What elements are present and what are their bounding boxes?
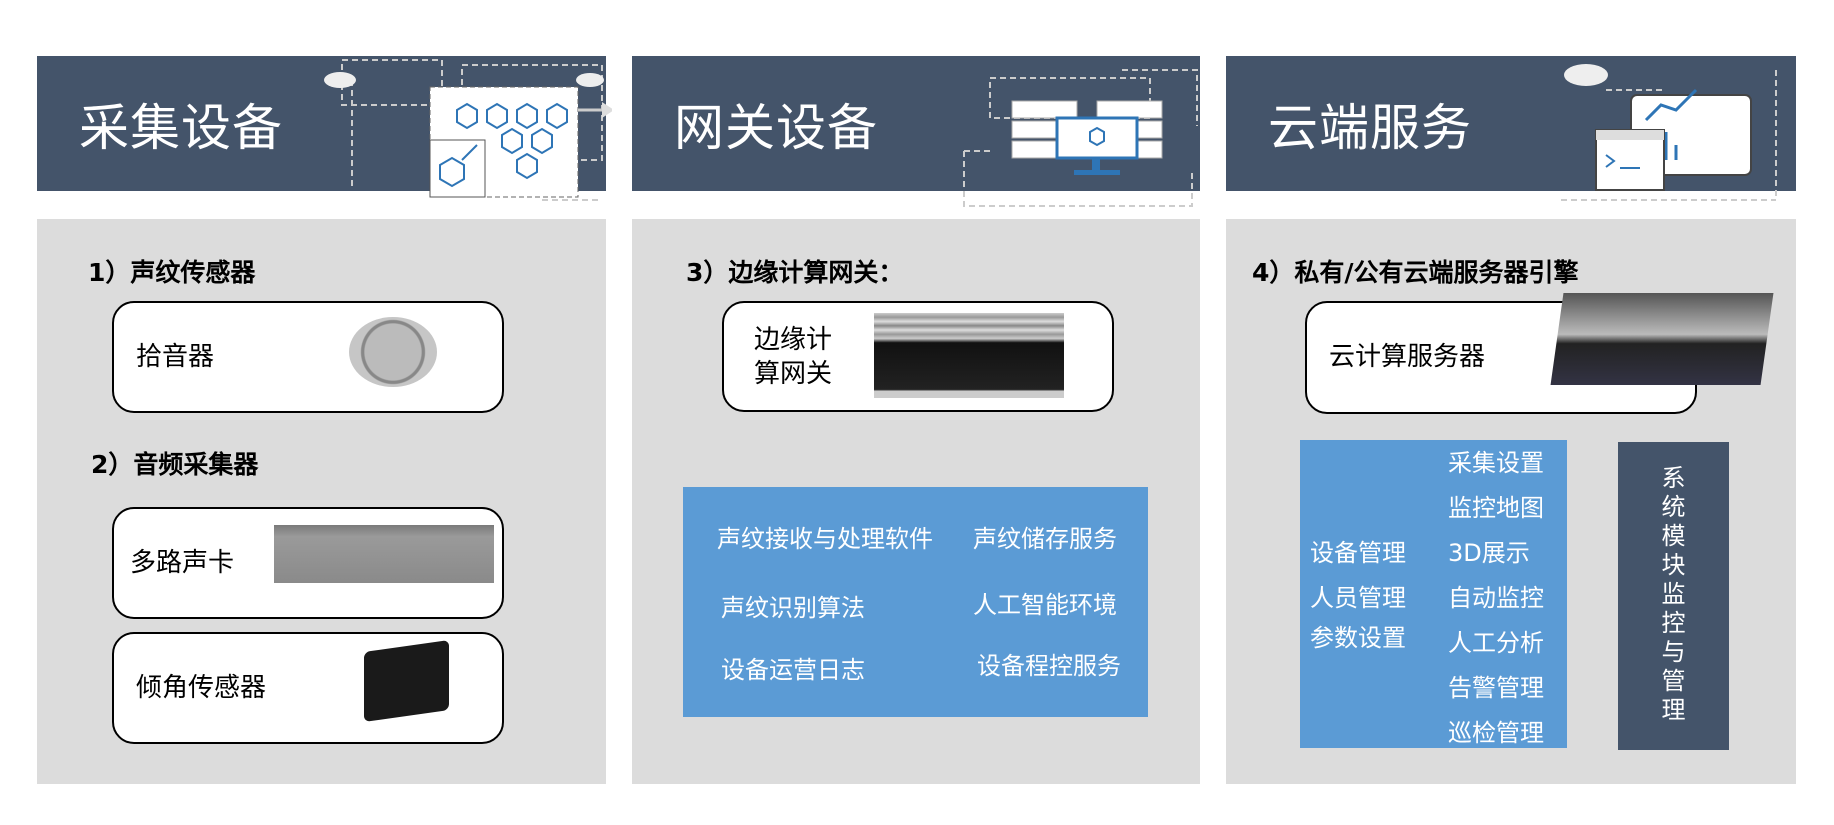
gateway-image (874, 313, 1064, 398)
panel-title: 采集设备 (79, 99, 283, 157)
section-title-audio: 2）音频采集器 (91, 450, 259, 479)
system-module-box: 系统模块监控与管理 (1618, 442, 1729, 750)
panel-body-collection: 1）声纹传感器 拾音器 2）音频采集器 多路声卡 倾角传感器 (37, 219, 606, 784)
card-cloud-server: 云计算服务器 (1305, 293, 1774, 414)
panel-body-gateway: 3）边缘计算网关： 边缘计算网关 声纹接收与处理软件 声纹储存服务 声纹识别算法… (632, 219, 1200, 784)
panel-header-collection: 采集设备 (37, 56, 612, 201)
feature-item: 人工智能环境 (973, 591, 1117, 619)
module-item: 设备管理 (1310, 539, 1406, 567)
server-image (1550, 293, 1774, 385)
card-label: 边缘计算网关 (754, 325, 833, 389)
panel-body-cloud: 4）私有/公有云端服务器引擎 云计算服务器 设备管理 人员管理 参数设置 采集设… (1226, 219, 1796, 784)
module-item: 3D展示 (1448, 539, 1530, 567)
feature-item: 设备程控服务 (977, 652, 1121, 680)
module-item: 参数设置 (1310, 624, 1406, 652)
module-item: 采集设置 (1448, 449, 1544, 477)
feature-item: 声纹识别算法 (721, 594, 865, 622)
gateway-features-box: 声纹接收与处理软件 声纹储存服务 声纹识别算法 人工智能环境 设备运营日志 设备… (683, 487, 1148, 717)
module-item: 巡检管理 (1448, 719, 1544, 747)
sound-card-image (274, 525, 494, 583)
module-item: 告警管理 (1448, 674, 1544, 702)
panel-title: 云端服务 (1268, 99, 1472, 157)
tilt-sensor-image (364, 640, 449, 722)
microphone-image (349, 317, 437, 387)
panel-header-cloud: 云端服务 (1226, 56, 1796, 201)
panel-header-gateway: 网关设备 (632, 56, 1200, 207)
card-label: 多路声卡 (130, 548, 235, 578)
card-label: 倾角传感器 (136, 673, 267, 703)
section-title-sensor: 1）声纹传感器 (88, 258, 256, 287)
modules-box: 设备管理 人员管理 参数设置 采集设置 监控地图 3D展示 自动监控 人工分析 … (1300, 440, 1567, 748)
section-title-gateway: 3）边缘计算网关： (686, 258, 904, 287)
system-label: 系统模块监控与管理 (1661, 464, 1686, 724)
card-label: 云计算服务器 (1329, 342, 1486, 372)
feature-item: 声纹接收与处理软件 (717, 525, 933, 553)
card-pickup: 拾音器 (112, 301, 504, 413)
module-item: 监控地图 (1448, 494, 1544, 522)
card-sound-card: 多路声卡 (112, 507, 504, 619)
panel-title: 网关设备 (674, 99, 878, 157)
module-item: 自动监控 (1448, 584, 1544, 612)
module-item: 人员管理 (1310, 584, 1406, 612)
feature-item: 设备运营日志 (721, 656, 865, 684)
card-tilt-sensor: 倾角传感器 (112, 632, 504, 744)
feature-item: 声纹储存服务 (973, 525, 1117, 553)
module-item: 人工分析 (1448, 629, 1544, 657)
server-monitor-icon (963, 69, 1198, 207)
section-title-cloud: 4）私有/公有云端服务器引擎 (1252, 258, 1579, 287)
card-label: 拾音器 (136, 342, 215, 372)
cube-network-icon (324, 59, 612, 201)
cloud-analytics-icon (1561, 64, 1777, 201)
card-edge-gateway: 边缘计算网关 (722, 301, 1114, 412)
